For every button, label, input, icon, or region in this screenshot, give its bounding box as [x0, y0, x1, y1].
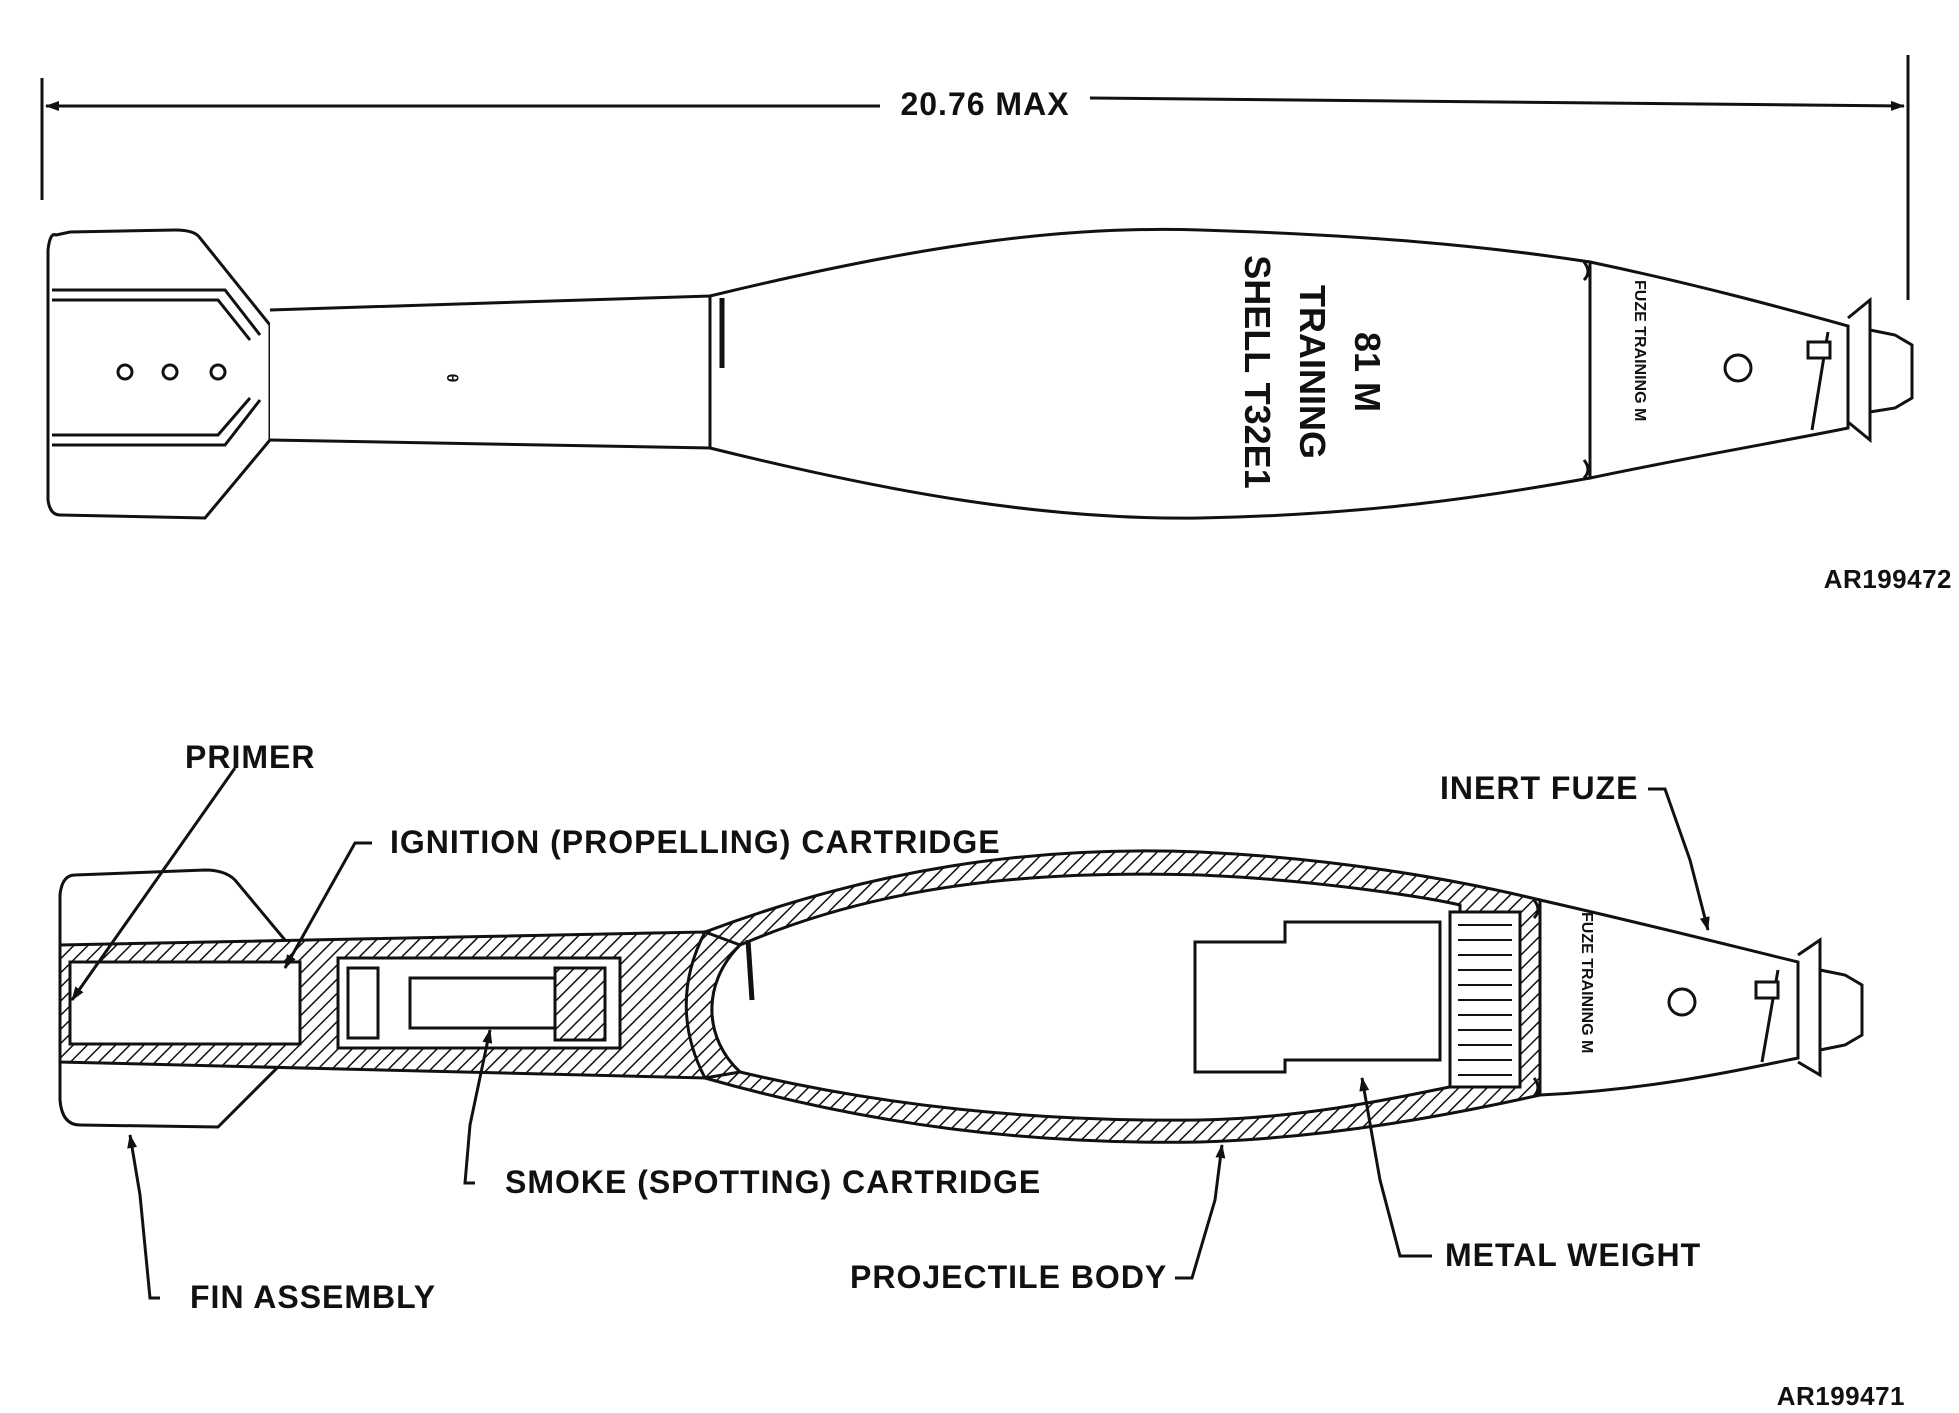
marking-line-3: SHELL T32E1 — [1237, 255, 1278, 488]
leader-lines — [70, 767, 1710, 1300]
top-tail-marking: θ — [443, 374, 460, 383]
dimension-line — [40, 55, 1910, 300]
metal-weight — [1193, 920, 1442, 1074]
section-view: FUZE TRAINING M PRIMER IGNITION (PROPELL… — [58, 739, 1905, 1411]
body-ridge — [745, 939, 755, 1001]
top-fin-assembly — [46, 228, 272, 520]
body-junction — [684, 930, 744, 1080]
marking-line-2: TRAINING — [1292, 285, 1333, 459]
ignition-cavity — [68, 960, 302, 1046]
section-fuze-marking: FUZE TRAINING M — [1578, 912, 1595, 1053]
label-inert-fuze: INERT FUZE — [1440, 770, 1638, 806]
dimension-label: 20.76 MAX — [900, 86, 1069, 122]
marking-line-1: 81 M — [1347, 332, 1388, 412]
top-fuze-marking: FUZE TRAINING M — [1631, 280, 1648, 421]
label-metal-weight: METAL WEIGHT — [1445, 1237, 1701, 1273]
top-projectile-body — [708, 227, 1592, 520]
smoke-cartridge-end — [553, 966, 607, 1042]
label-smoke-cartridge: SMOKE (SPOTTING) CARTRIDGE — [505, 1164, 1041, 1200]
label-ignition-cartridge: IGNITION (PROPELLING) CARTRIDGE — [390, 824, 1001, 860]
label-fin-assembly: FIN ASSEMBLY — [190, 1279, 436, 1315]
section-fuze — [1532, 898, 1864, 1098]
top-tail-tube — [269, 294, 712, 450]
threaded-insert — [1448, 910, 1522, 1089]
smoke-cap — [346, 966, 380, 1040]
label-primer: PRIMER — [185, 739, 315, 775]
top-view: 20.76 MAX θ 81 M TRAINING SHELL T32E1 — [40, 55, 1952, 594]
top-reference-code: AR199472 — [1824, 564, 1952, 594]
top-body-marking: 81 M TRAINING SHELL T32E1 — [1237, 255, 1388, 488]
label-projectile-body: PROJECTILE BODY — [850, 1259, 1167, 1295]
section-reference-code: AR199471 — [1777, 1381, 1905, 1408]
smoke-cartridge-body — [408, 976, 557, 1030]
top-fuze — [1582, 260, 1914, 480]
